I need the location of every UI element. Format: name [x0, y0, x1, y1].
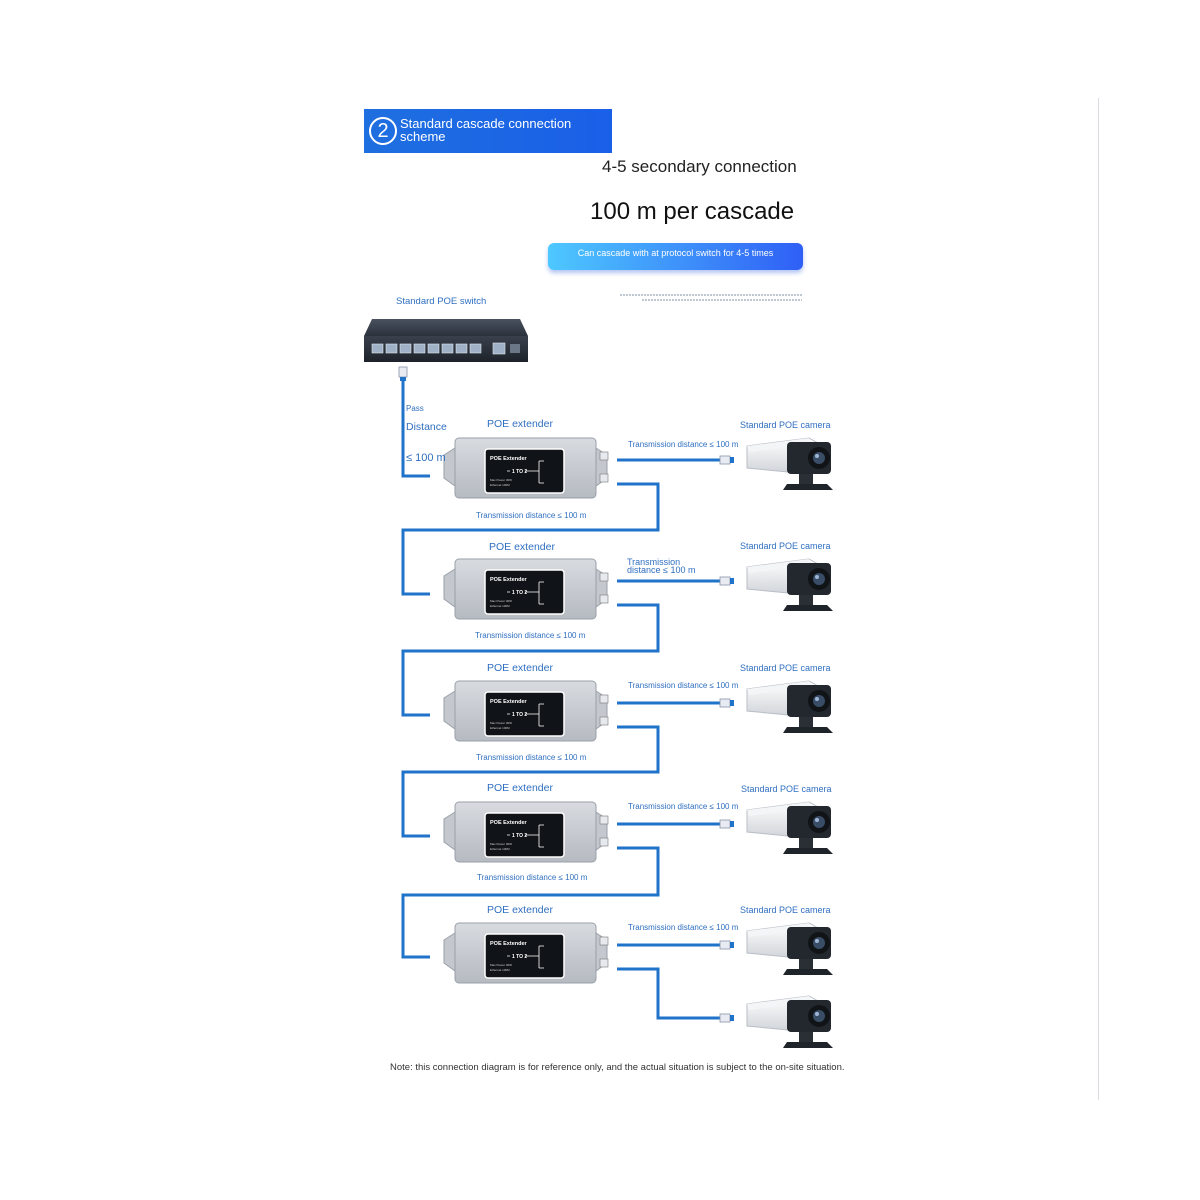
cascade-info-pill: Can cascade with at protocol switch for … — [548, 243, 803, 270]
extender-label-5: POE extender — [487, 904, 553, 916]
cascade-distance-1: Transmission distance ≤ 100 m — [476, 511, 587, 520]
cascade-cables — [401, 372, 720, 1020]
camera-2 — [719, 558, 834, 612]
poe-switch — [364, 319, 528, 362]
cascade-distance-3: Transmission distance ≤ 100 m — [476, 753, 587, 762]
distance-value: ≤ 100 m — [406, 452, 446, 464]
subtitle-secondary-connection: 4-5 secondary connection — [602, 157, 797, 176]
svg-text:Ethernet 100M: Ethernet 100M — [490, 483, 510, 487]
svg-text:POE Extender: POE Extender — [490, 456, 528, 462]
camera-label-5: Standard POE camera — [740, 905, 831, 915]
camera-6 — [719, 995, 834, 1049]
extender-label-1: POE extender — [487, 418, 553, 430]
svg-text:Max Power 30W: Max Power 30W — [490, 478, 512, 482]
svg-text:1 TO 2: 1 TO 2 — [512, 469, 527, 475]
camera-distance-2: Transmission distance ≤ 100 m — [627, 557, 696, 575]
section-title: Standard cascade connection scheme — [400, 116, 572, 144]
pass-label: Pass — [406, 404, 424, 413]
extender-label-4: POE extender — [487, 782, 553, 794]
camera-distance-4: Transmission distance ≤ 100 m — [628, 802, 739, 811]
footnote: Note: this connection diagram is for ref… — [390, 1062, 845, 1073]
extender-label-2: POE extender — [489, 541, 555, 553]
fine-print-decoration — [620, 294, 802, 301]
section-header: 2 Standard cascade connection scheme — [364, 109, 612, 153]
page-divider-line — [1098, 98, 1099, 1100]
distance-label: Distance — [406, 421, 447, 433]
camera-label-2: Standard POE camera — [740, 541, 831, 551]
extender-label-3: POE extender — [487, 662, 553, 674]
camera-label-1: Standard POE camera — [740, 420, 831, 430]
camera-label-4: Standard POE camera — [741, 784, 832, 794]
switch-label: Standard POE switch — [396, 296, 487, 307]
subtitle-per-cascade: 100 m per cascade — [590, 198, 795, 225]
cascade-distance-2: Transmission distance ≤ 100 m — [475, 631, 586, 640]
camera-distance-3: Transmission distance ≤ 100 m — [628, 681, 739, 690]
camera-distance-5: Transmission distance ≤ 100 m — [628, 923, 739, 932]
section-number: 2 — [369, 117, 397, 145]
camera-distance-1: Transmission distance ≤ 100 m — [628, 440, 739, 449]
poe-extender-1: POE Extender 1 TO 2 Max Power 30W Ethern… — [443, 437, 609, 499]
cascade-distance-4: Transmission distance ≤ 100 m — [477, 873, 588, 882]
camera-label-3: Standard POE camera — [740, 663, 831, 673]
